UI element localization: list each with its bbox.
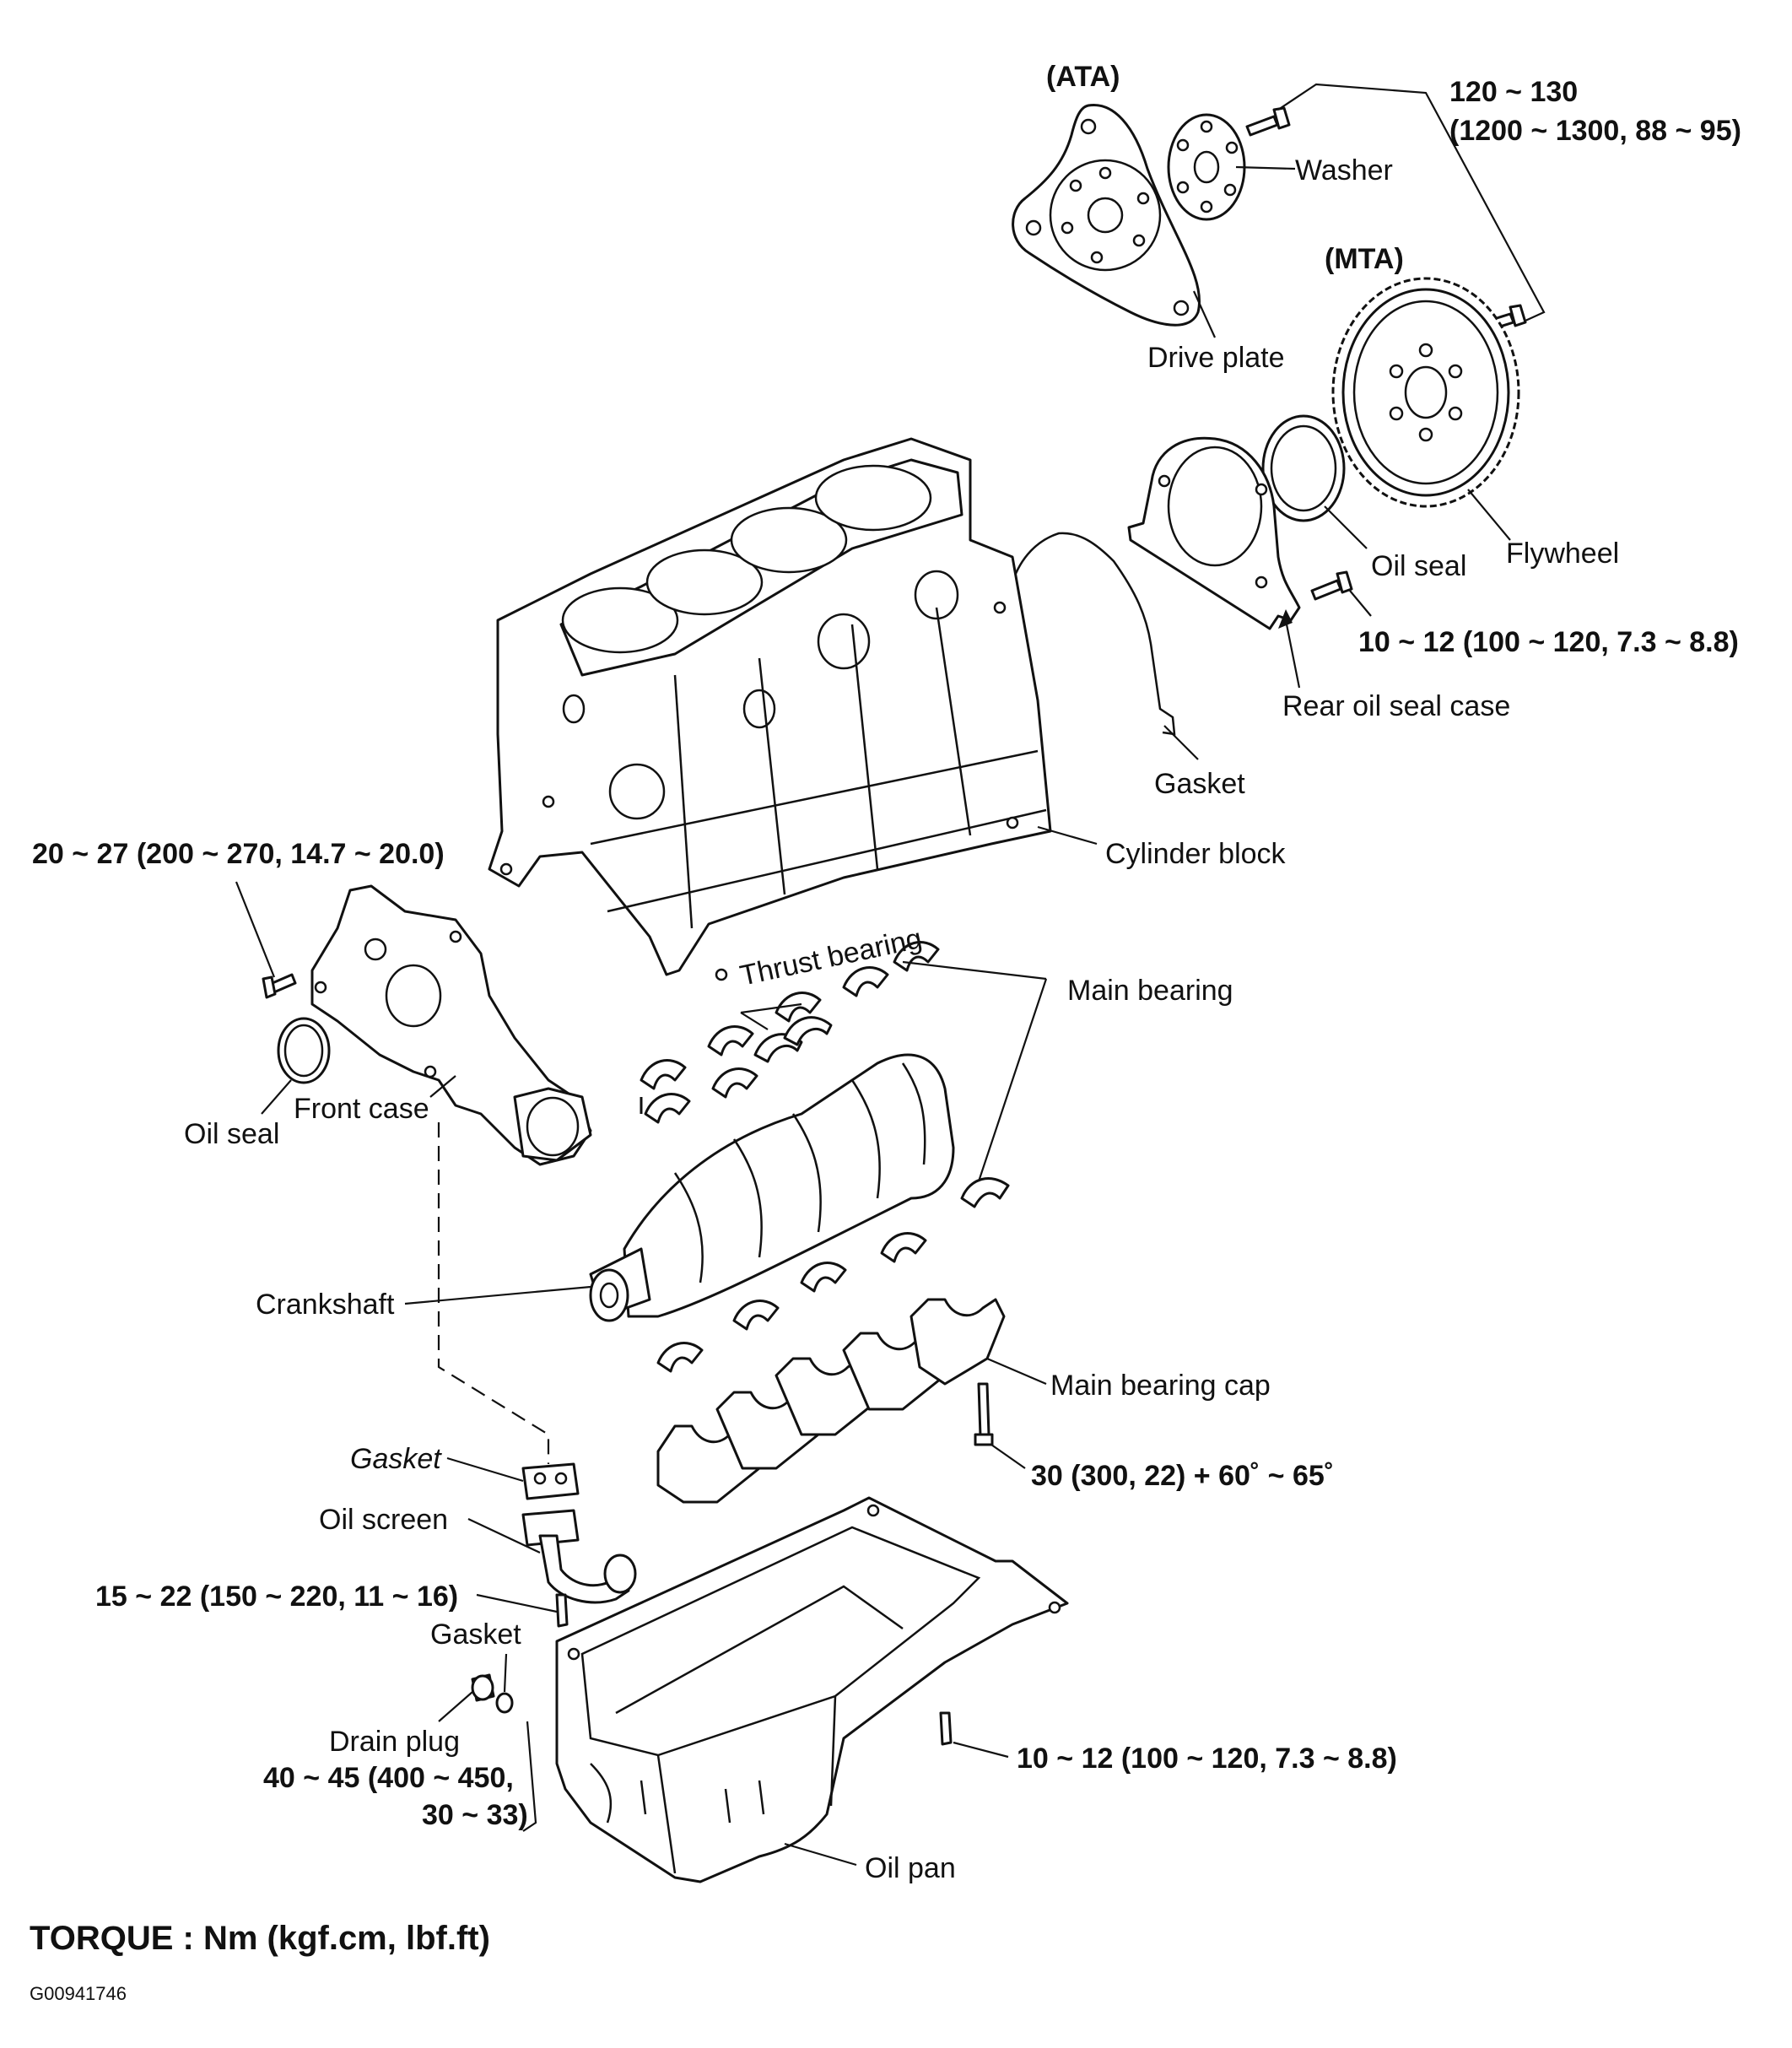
label-torque-oil-screen: 15 ~ 22 (150 ~ 220, 11 ~ 16): [95, 1581, 458, 1613]
label-oil-pan: Oil pan: [865, 1852, 956, 1884]
leader-lines: [235, 83, 1546, 1867]
label-torque-drain-b: 30 ~ 33): [422, 1799, 528, 1831]
main-bearing-cap: [656, 1298, 1006, 1504]
label-oil-screen: Oil screen: [319, 1504, 448, 1536]
figure-id: G00941746: [30, 1983, 127, 2004]
oil-pan: [555, 1496, 1069, 1883]
label-torque-rear-case: 10 ~ 12 (100 ~ 120, 7.3 ~ 8.8): [1358, 626, 1739, 658]
main-cap-bolt: [974, 1382, 994, 1446]
screen-gasket: [521, 1462, 580, 1500]
crankshaft: [589, 1053, 955, 1322]
oil-screen-bolt: [555, 1593, 569, 1628]
label-washer: Washer: [1295, 154, 1393, 186]
label-crankshaft: Crankshaft: [256, 1289, 395, 1321]
label-flywheel: Flywheel: [1506, 538, 1619, 570]
label-thrust-bearing: Thrust bearing: [737, 922, 925, 992]
front-case: [310, 884, 592, 1166]
label-torque-oil-pan: 10 ~ 12 (100 ~ 120, 7.3 ~ 8.8): [1017, 1743, 1397, 1775]
main-bearing-upper: [640, 941, 940, 1124]
torque-legend: TORQUE : Nm (kgf.cm, lbf.ft): [30, 1920, 490, 1957]
rear-case-bolt: [1310, 570, 1353, 601]
front-oil-seal: [277, 1017, 331, 1084]
label-cylinder-block: Cylinder block: [1105, 838, 1287, 870]
label-oil-seal-rear: Oil seal: [1371, 550, 1466, 582]
label-main-bearing-cap: Main bearing cap: [1050, 1370, 1271, 1402]
label-gasket-rear: Gasket: [1154, 768, 1245, 800]
label-torque-front-case: 20 ~ 27 (200 ~ 270, 14.7 ~ 20.0): [32, 838, 445, 870]
oil-screen: [521, 1509, 637, 1604]
main-bearing-lower: [656, 1232, 927, 1373]
drive-plate: [1012, 103, 1201, 327]
label-main-bearing: Main bearing: [1067, 975, 1233, 1007]
label-gasket-screen: Gasket: [350, 1443, 442, 1475]
drain-plug: [471, 1673, 495, 1702]
label-drain-plug: Drain plug: [329, 1726, 460, 1758]
label-ata: (ATA): [1046, 61, 1120, 93]
label-torque-flywheel-a: 120 ~ 130: [1449, 76, 1578, 108]
rear-gasket: [1007, 532, 1176, 736]
thrust-bearing: [753, 1016, 833, 1063]
flywheel: [1331, 277, 1520, 508]
washer: [1167, 113, 1246, 221]
oil-pan-bolt: [939, 1711, 953, 1746]
label-gasket-drain: Gasket: [430, 1618, 521, 1651]
label-torque-drain-a: 40 ~ 45 (400 ~ 450,: [263, 1762, 514, 1794]
main-bearing-right: [960, 1177, 1010, 1208]
label-front-case: Front case: [294, 1093, 429, 1125]
label-torque-flywheel-b: (1200 ~ 1300, 88 ~ 95): [1449, 115, 1741, 147]
cylinder-block: [488, 437, 1052, 981]
label-oil-seal-front: Oil seal: [184, 1118, 279, 1150]
rear-oil-seal: [1261, 414, 1346, 522]
drain-gasket: [495, 1692, 514, 1714]
front-case-bolt: [262, 973, 297, 999]
rear-oil-seal-case: [1127, 436, 1301, 630]
label-mta: (MTA): [1325, 243, 1404, 275]
label-drive-plate: Drive plate: [1147, 342, 1285, 374]
label-rear-oil-seal-case: Rear oil seal case: [1282, 690, 1510, 722]
label-torque-main-cap: 30 (300, 22) + 60˚ ~ 65˚: [1031, 1460, 1334, 1492]
